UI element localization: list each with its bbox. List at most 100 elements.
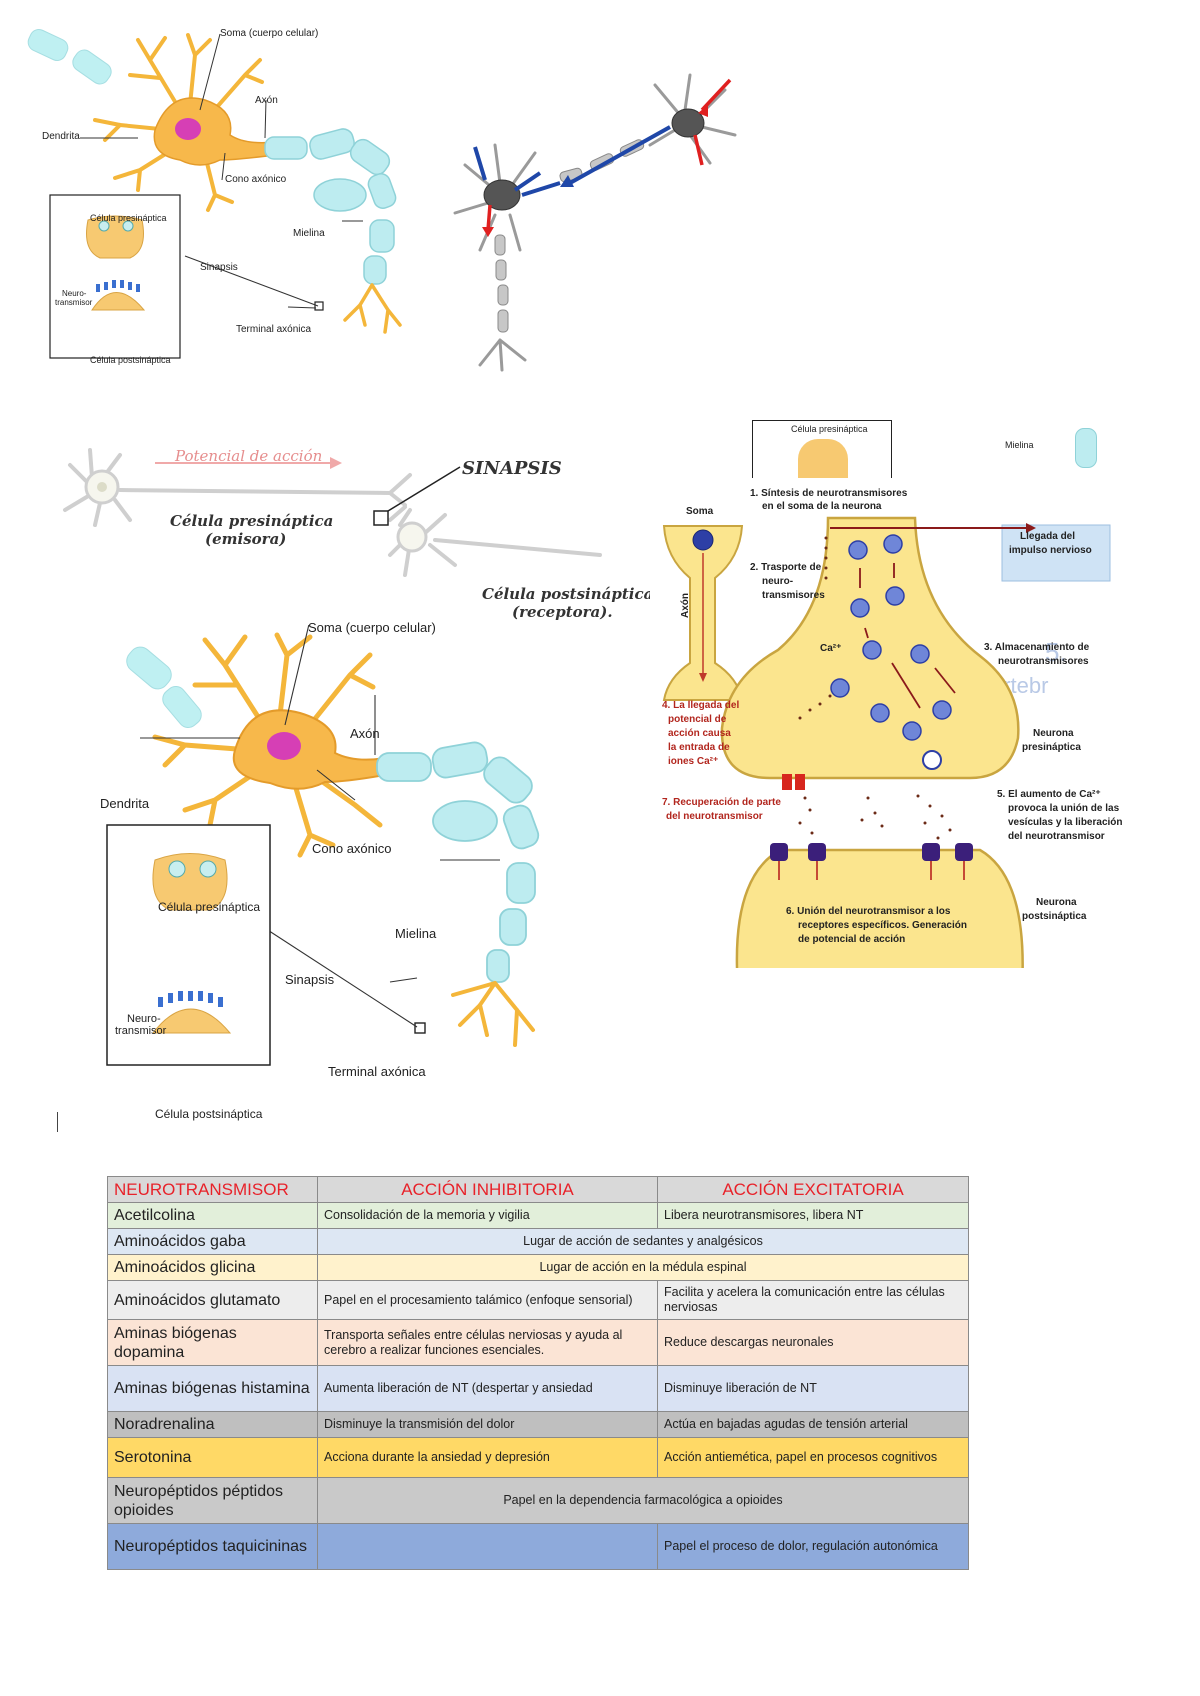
post-neuron-line2: postsináptica <box>1022 911 1087 922</box>
fig4-nt-label-1: Neuro- <box>127 1013 161 1025</box>
fig1-presynaptic-label: Célula presináptica <box>90 213 167 223</box>
postsynaptic-cell-sublabel: (receptora). <box>512 603 613 621</box>
row-excitatory: Disminuye liberación de NT <box>657 1365 969 1412</box>
table-row: Acetilcolina Consolidación de la memoria… <box>107 1202 969 1229</box>
row-shared-action: Lugar de acción en la médula espinal <box>317 1254 969 1281</box>
fig4-nt-label-2: transmisor <box>115 1025 167 1037</box>
background-scrap-myelin: Mielina <box>1005 408 1125 478</box>
row-name: Aminoácidos glutamato <box>107 1280 318 1320</box>
step4-line5: iones Ca²⁺ <box>668 756 719 767</box>
fig1-cone-label: Cono axónico <box>225 174 287 185</box>
step4-line1: 4. La llegada del <box>662 700 740 711</box>
neuron-diagram-small <box>27 29 402 359</box>
row-name: Neuropéptidos péptidos opioides <box>107 1477 318 1524</box>
fig4-presynaptic-label: Célula presináptica <box>158 900 261 914</box>
ca-label: Ca²⁺ <box>820 643 842 654</box>
pre-neuron-line2: presináptica <box>1022 742 1081 753</box>
fig5-axon-label: Axón <box>680 593 691 618</box>
row-inhibitory: Aumenta liberación de NT (despertar y an… <box>317 1365 658 1412</box>
row-excitatory: Facilita y acelera la comunicación entre… <box>657 1280 969 1320</box>
table-row: Noradrenalina Disminuye la transmisión d… <box>107 1411 969 1438</box>
row-excitatory: Acción antiemética, papel en procesos co… <box>657 1437 969 1478</box>
table-row: Aminoácidos glutamato Papel en el proces… <box>107 1280 969 1320</box>
fig1-nt-label-2: transmisor <box>55 298 93 307</box>
step4-line2: potencial de <box>668 714 727 725</box>
fig4-synapse-label: Sinapsis <box>285 972 335 987</box>
step2-line3: transmisores <box>762 590 825 601</box>
row-excitatory: Actúa en bajadas agudas de tensión arter… <box>657 1411 969 1438</box>
row-name: Serotonina <box>107 1437 318 1478</box>
fig1-synapse-label: Sinapsis <box>200 262 238 273</box>
synapse-process-diagram: 5. vertebr <box>650 478 1125 968</box>
step4-line3: acción causa <box>668 728 731 739</box>
neuron-diagram-large <box>106 625 540 1066</box>
step5-line1: 5. El aumento de Ca²⁺ <box>997 789 1101 800</box>
step4-line4: la entrada de <box>668 742 730 753</box>
row-inhibitory: Acciona durante la ansiedad y depresión <box>317 1437 658 1478</box>
row-inhibitory: Disminuye la transmisión del dolor <box>317 1411 658 1438</box>
fig4-cone-label: Cono axónico <box>312 841 392 856</box>
row-name: Noradrenalina <box>107 1411 318 1438</box>
presynaptic-cell-label: Célula presináptica <box>170 512 334 530</box>
arrival-line2: impulso nervioso <box>1009 545 1092 556</box>
row-inhibitory <box>317 1523 658 1570</box>
table-row: Serotonina Acciona durante la ansiedad y… <box>107 1437 969 1478</box>
background-scrap-presynaptic: Célula presináptica <box>752 420 892 480</box>
step1-line1: 1. Síntesis de neurotransmisores <box>750 488 908 499</box>
pre-neuron-line1: Neurona <box>1033 728 1074 739</box>
header-neurotransmitter: NEUROTRANSMISOR <box>107 1176 318 1203</box>
table-row: Neuropéptidos taquicininas Papel el proc… <box>107 1523 969 1570</box>
presynaptic-cell-sublabel: (emisora) <box>205 530 287 548</box>
row-excitatory: Papel el proceso de dolor, regulación au… <box>657 1523 969 1570</box>
row-excitatory: Libera neurotransmisores, libera NT <box>657 1202 969 1229</box>
fig1-postsynaptic-label: Célula postsináptica <box>90 355 171 365</box>
step2-line2: neuro- <box>762 576 794 587</box>
table-row: Neuropéptidos péptidos opioides Papel en… <box>107 1477 969 1524</box>
fig1-dendrite-label: Dendrita <box>42 131 80 142</box>
table-row: Aminas biógenas histamina Aumenta libera… <box>107 1365 969 1412</box>
row-excitatory: Reduce descargas neuronales <box>657 1319 969 1366</box>
row-name: Neuropéptidos taquicininas <box>107 1523 318 1570</box>
fig1-soma-label: Soma (cuerpo celular) <box>220 28 319 39</box>
row-name: Aminoácidos gaba <box>107 1228 318 1255</box>
step3-line2: neurotransmisores <box>998 656 1089 667</box>
fig4-postsynaptic-label: Célula postsináptica <box>155 1107 263 1121</box>
step6-line3: de potencial de acción <box>798 934 906 945</box>
header-inhibitory: ACCIÓN INHIBITORIA <box>317 1176 658 1203</box>
step1-line2: en el soma de la neurona <box>762 501 882 512</box>
step7-line1: 7. Recuperación de parte <box>662 797 781 808</box>
fig4-soma-label: Soma (cuerpo celular) <box>308 620 436 635</box>
synapse-title: SINAPSIS <box>462 458 562 479</box>
row-name: Aminas biógenas histamina <box>107 1365 318 1412</box>
row-name: Aminas biógenas dopamina <box>107 1319 318 1366</box>
step5-line3: vesículas y la liberación <box>1008 817 1123 828</box>
step6-line1: 6. Unión del neurotransmisor a los <box>786 906 951 917</box>
svg-text:5.: 5. <box>1045 637 1067 667</box>
fig5-soma-label: Soma <box>686 506 714 517</box>
arrival-line1: Llegada del <box>1020 531 1076 542</box>
fig1-nt-label-1: Neuro- <box>62 289 87 298</box>
signal-direction-diagram <box>453 73 737 372</box>
step5-line2: provoca la unión de las <box>1008 803 1120 814</box>
row-inhibitory: Consolidación de la memoria y vigilia <box>317 1202 658 1229</box>
header-excitatory: ACCIÓN EXCITATORIA <box>657 1176 969 1203</box>
fig1-axon-label: Axón <box>255 95 278 106</box>
table-row: Aminoácidos glicina Lugar de acción en l… <box>107 1254 969 1281</box>
row-shared-action: Papel en la dependencia farmacológica a … <box>317 1477 969 1524</box>
row-name: Acetilcolina <box>107 1202 318 1229</box>
postsynaptic-cell-label: Célula postsináptica <box>482 585 654 603</box>
step6-line2: receptores específicos. Generación <box>798 920 967 931</box>
fig1-terminal-label: Terminal axónica <box>236 324 312 335</box>
text-cursor <box>57 1112 58 1132</box>
table-row: Aminas biógenas dopamina Transporta seña… <box>107 1319 969 1366</box>
fig4-myelin-label: Mielina <box>395 926 437 941</box>
step3-line1: 3. Almacenamiento de <box>984 642 1090 653</box>
table-header-row: NEUROTRANSMISOR ACCIÓN INHIBITORIA ACCIÓ… <box>107 1176 969 1203</box>
action-potential-diagram <box>63 448 602 577</box>
action-potential-label: Potencial de acción <box>175 447 323 465</box>
neurotransmitter-table: NEUROTRANSMISOR ACCIÓN INHIBITORIA ACCIÓ… <box>107 1176 969 1570</box>
row-shared-action: Lugar de acción de sedantes y analgésico… <box>317 1228 969 1255</box>
post-neuron-line1: Neurona <box>1036 897 1077 908</box>
fig1-myelin-label: Mielina <box>293 228 325 239</box>
step2-line1: 2. Trasporte de <box>750 562 822 573</box>
